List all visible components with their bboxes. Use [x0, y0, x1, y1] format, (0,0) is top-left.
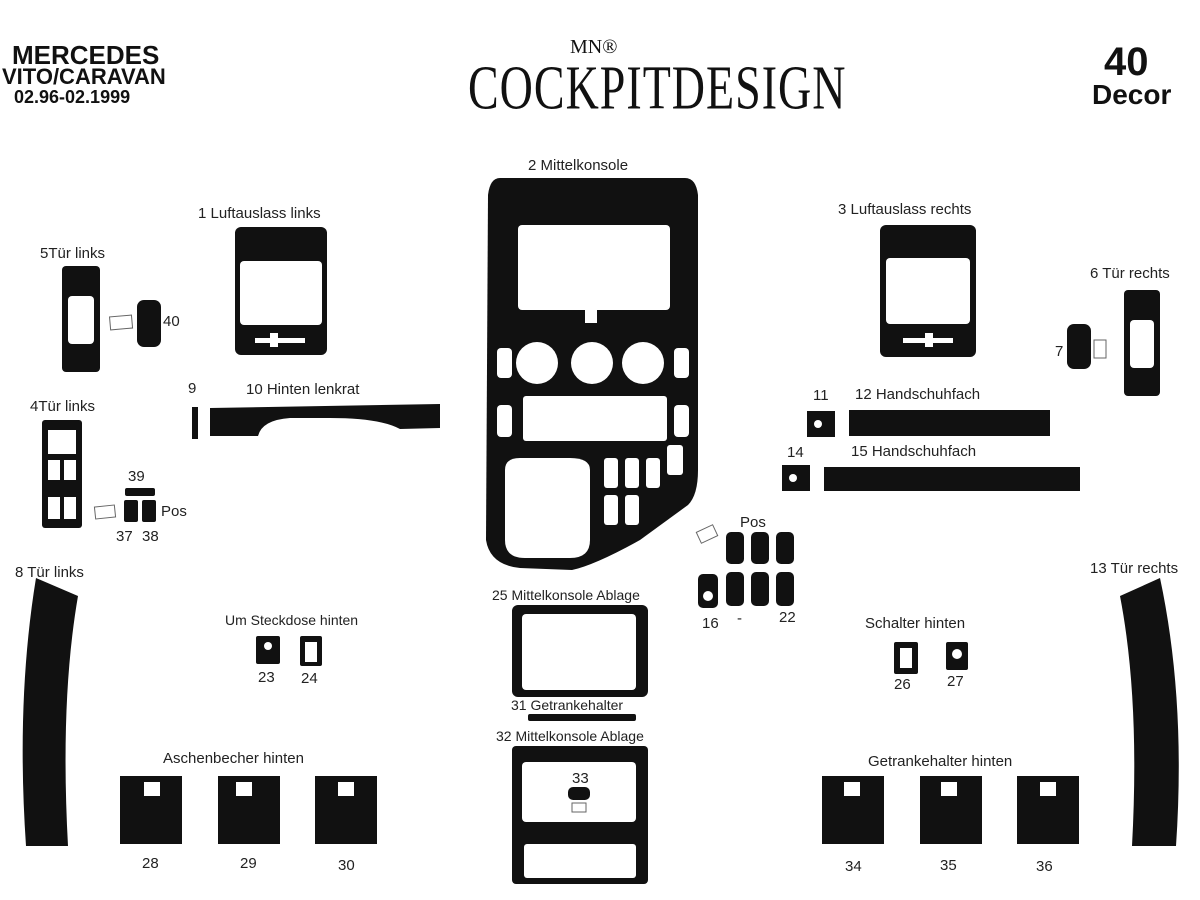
label-part-4: 4Tür links	[30, 398, 96, 415]
label-part-37: 37	[116, 528, 133, 545]
label-part-8: 8 Tür links	[15, 564, 84, 581]
label-part-34: 34	[845, 858, 862, 875]
model-title: VITO/CARAVAN	[2, 64, 166, 89]
label-part-12: 12 Handschuhfach	[855, 386, 981, 403]
label-part-6: 6 Tür rechts	[1090, 265, 1170, 282]
label-part-16: 16	[702, 615, 719, 632]
part-25-console-tray	[512, 605, 648, 697]
part-34-35-36-cup-holders	[822, 776, 1079, 844]
label-part-15: 15 Handschuhfach	[851, 443, 977, 460]
label-part-14: 14	[787, 444, 804, 461]
label-steckdose: Um Steckdose hinten	[225, 612, 359, 628]
label-dash: -	[737, 610, 742, 627]
label-part-27: 27	[947, 673, 964, 690]
label-schalter: Schalter hinten	[865, 615, 966, 632]
label-part-32: 32 Mittelkonsole Ablage	[496, 728, 644, 744]
part-14	[782, 465, 810, 491]
label-part-29: 29	[240, 855, 257, 872]
brand-logo: MN® COCKPITDESIGN	[462, 30, 845, 140]
label-part-26: 26	[894, 676, 911, 693]
part-37-38-39	[93, 488, 156, 522]
part-6-door-right	[1124, 290, 1160, 396]
label-pos-left: Pos	[161, 503, 187, 520]
part-2-center-console	[486, 178, 698, 570]
part-9	[192, 407, 198, 439]
label-part-13: 13 Tür rechts	[1090, 560, 1179, 577]
label-part-1: 1 Luftauslass links	[198, 205, 321, 222]
label-part-23: 23	[258, 669, 275, 686]
label-part-28: 28	[142, 855, 159, 872]
label-part-22: 22	[779, 609, 796, 626]
label-part-40: 40	[163, 313, 180, 330]
year-range: 02.96-02.1999	[14, 87, 131, 107]
label-part-10: 10 Hinten lenkrat	[246, 381, 360, 398]
part-5-door-left	[62, 266, 100, 372]
brand-title: MERCEDES	[12, 40, 160, 70]
label-part-36: 36	[1036, 858, 1053, 875]
part-31-cup-holder	[528, 714, 636, 721]
part-10-rear-steering	[210, 404, 440, 436]
label-part-25: 25 Mittelkonsole Ablage	[492, 587, 640, 603]
part-12-glovebox	[849, 410, 1050, 436]
part-8-door-left	[22, 578, 79, 846]
piece-unit: Decor	[1092, 79, 1172, 110]
label-part-9: 9	[188, 380, 197, 397]
logo-mark: MN®	[570, 36, 618, 58]
part-7	[1067, 324, 1107, 369]
label-part-35: 35	[940, 857, 957, 874]
part-11	[807, 411, 835, 437]
label-getrankehalter: Getrankehalter hinten	[868, 753, 1013, 770]
label-part-38: 38	[142, 528, 159, 545]
label-part-33: 33	[572, 770, 589, 787]
piece-count: 40	[1104, 40, 1149, 84]
logo-text: COCKPITDESIGN	[468, 53, 847, 123]
label-part-24: 24	[301, 670, 318, 687]
part-13-door-right	[1120, 578, 1179, 846]
label-part-31: 31 Getrankehalter	[511, 697, 624, 713]
part-32-console-tray	[512, 746, 648, 884]
part-1-left-vent	[235, 227, 327, 355]
part-40	[108, 300, 161, 347]
label-part-3: 3 Luftauslass rechts	[838, 201, 972, 218]
label-part-7: 7	[1055, 343, 1064, 360]
label-part-11: 11	[813, 387, 829, 404]
part-15-glovebox	[824, 467, 1080, 491]
part-4-door-left	[42, 420, 82, 528]
part-26-27	[894, 642, 968, 674]
label-part-2: 2 Mittelkonsole	[528, 157, 629, 174]
part-pos-16-22	[695, 524, 794, 608]
part-28-29-30-ashtrays	[120, 776, 377, 844]
part-23-24	[256, 636, 322, 666]
label-pos-center: Pos	[740, 514, 766, 531]
part-3-right-vent	[880, 225, 976, 357]
label-part-39: 39	[128, 468, 145, 485]
label-part-30: 30	[338, 857, 355, 874]
label-part-5: 5Tür links	[40, 245, 106, 262]
label-aschenbecher: Aschenbecher hinten	[163, 750, 304, 767]
